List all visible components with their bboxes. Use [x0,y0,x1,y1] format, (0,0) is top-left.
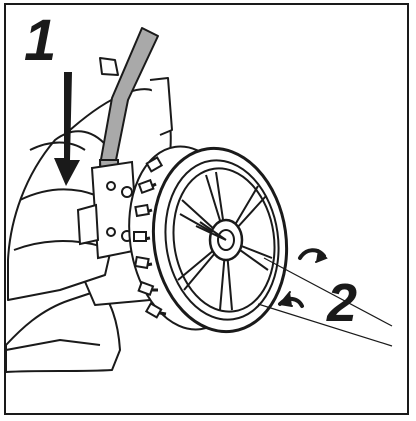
down-arrow-icon [54,72,80,186]
step-2-label: 2 [327,273,358,333]
axis-lines [257,257,393,347]
wheel [128,145,289,334]
rotate-arrow-icon [278,248,328,308]
step-1-label: 1 [24,8,57,73]
